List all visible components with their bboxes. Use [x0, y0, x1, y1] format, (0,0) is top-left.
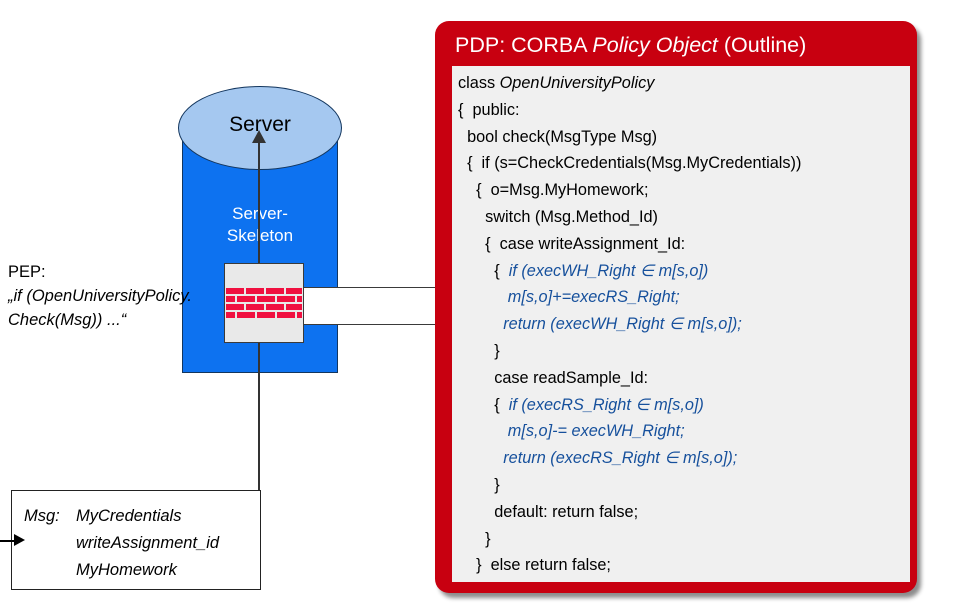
- code-segment: bool check(MsgType Msg): [467, 127, 658, 146]
- msg-row-2: MyHomework: [24, 557, 219, 584]
- brick: [286, 304, 302, 310]
- code-segment: case readSample_Id:: [494, 368, 649, 387]
- msg-flow-arrow-line: [258, 137, 260, 577]
- code-line: }: [458, 338, 801, 365]
- incoming-msg-arrow-head-icon: [14, 534, 25, 546]
- brick: [237, 296, 255, 302]
- server-skeleton-label: Server- Skeleton: [182, 203, 338, 247]
- code-line: { if (execWH_Right ∈ m[s,o]): [458, 258, 801, 285]
- code-line: { o=Msg.MyHomework;: [458, 177, 801, 204]
- brick: [257, 312, 275, 318]
- brick-row: [226, 304, 302, 310]
- pdp-title-suffix: (Outline): [717, 33, 807, 57]
- brick: [286, 288, 302, 294]
- code-line: return (execWH_Right ∈ m[s,o]);: [458, 311, 801, 338]
- pep-label: PEP: „if (OpenUniversityPolicy. Check(Ms…: [8, 260, 238, 332]
- code-line: }: [458, 472, 801, 499]
- code-line: bool check(MsgType Msg): [458, 124, 801, 151]
- pep-label-line3: Check(Msg)) ...“: [8, 311, 127, 329]
- pdp-title-emphasis: Policy Object: [592, 33, 718, 57]
- brick: [297, 296, 302, 302]
- pep-firewall-box: [224, 263, 304, 343]
- brick: [237, 312, 255, 318]
- brick: [226, 312, 235, 318]
- msg-key-label: Msg:: [24, 507, 60, 525]
- brick: [226, 304, 244, 310]
- code-segment: m[s,o]-= execWH_Right;: [507, 422, 685, 441]
- brick-row: [226, 296, 302, 302]
- code-segment: m[s,o]+=execRS_Right;: [507, 288, 680, 307]
- code-segment: { case writeAssignment_Id:: [485, 234, 686, 253]
- firewall-icon: [226, 288, 302, 318]
- code-line: { public:: [458, 97, 801, 124]
- code-line: }: [458, 579, 801, 582]
- code-segment: { if (s=CheckCredentials(Msg.MyCredentia…: [467, 154, 802, 173]
- code-line: m[s,o]-= execWH_Right;: [458, 418, 801, 445]
- code-line: switch (Msg.Method_Id): [458, 204, 801, 231]
- pep-label-line2: „if (OpenUniversityPolicy.: [8, 287, 192, 305]
- code-line: m[s,o]+=execRS_Right;: [458, 284, 801, 311]
- code-segment: if (execRS_Right ∈ m[s,o]): [508, 395, 704, 414]
- code-line: { if (s=CheckCredentials(Msg.MyCredentia…: [458, 150, 801, 177]
- code-segment: }: [494, 341, 500, 360]
- code-line: default: return false;: [458, 499, 801, 526]
- msg-value-2: MyHomework: [76, 561, 177, 579]
- msg-value-0: MyCredentials: [76, 507, 182, 525]
- code-segment: {: [494, 395, 509, 414]
- code-segment: return (execWH_Right ∈ m[s,o]);: [503, 315, 742, 334]
- brick: [246, 304, 264, 310]
- code-segment: OpenUniversityPolicy: [499, 74, 655, 92]
- server-label: Server: [229, 113, 291, 136]
- msg-row-0: Msg: MyCredentials: [24, 503, 219, 530]
- code-segment: switch (Msg.Method_Id): [485, 207, 658, 226]
- code-segment: return (execRS_Right ∈ m[s,o]);: [503, 449, 738, 468]
- code-segment: { public:: [458, 100, 520, 119]
- server-skeleton-label-line2: Skeleton: [226, 226, 294, 245]
- server-skeleton-label-line1: Server-: [232, 204, 288, 223]
- brick: [226, 288, 244, 294]
- msg-content: Msg: MyCredentials writeAssignment_id MyH…: [24, 503, 219, 584]
- brick: [266, 288, 284, 294]
- brick: [266, 304, 284, 310]
- pdp-title-prefix: PDP: CORBA: [455, 33, 593, 57]
- code-segment: { o=Msg.MyHomework;: [476, 181, 649, 200]
- server-cylinder-top: [178, 86, 342, 170]
- msg-value-1: writeAssignment_id: [76, 534, 220, 552]
- code-segment: } else return false;: [476, 556, 611, 575]
- incoming-msg-arrow-line: [0, 540, 18, 542]
- code-line: class OpenUniversityPolicy: [458, 70, 801, 97]
- code-segment: default: return false;: [494, 502, 639, 521]
- code-segment: {: [494, 261, 509, 280]
- brick-row: [226, 312, 302, 318]
- brick: [226, 296, 235, 302]
- code-segment: if (execWH_Right ∈ m[s,o]): [508, 261, 709, 280]
- pep-label-line1: PEP:: [8, 263, 46, 281]
- code-line: { case writeAssignment_Id:: [458, 231, 801, 258]
- brick: [277, 312, 295, 318]
- msg-box: [11, 490, 261, 590]
- code-line: return (execRS_Right ∈ m[s,o]);: [458, 445, 801, 472]
- brick: [257, 296, 275, 302]
- pdp-panel-title: PDP: CORBA Policy Object (Outline): [455, 33, 905, 58]
- pdp-code-listing: class OpenUniversityPolicy { public: bool…: [458, 70, 801, 582]
- brick-row: [226, 288, 302, 294]
- brick: [297, 312, 302, 318]
- code-line: } else return false;: [458, 552, 801, 579]
- brick: [246, 288, 264, 294]
- code-line: }: [458, 526, 801, 553]
- msg-row-1: writeAssignment_id: [24, 530, 219, 557]
- msg-flow-arrow-head-icon: [252, 130, 266, 143]
- pdp-code-area: class OpenUniversityPolicy { public: bool…: [452, 66, 910, 582]
- code-segment: }: [494, 475, 500, 494]
- code-line: { if (execRS_Right ∈ m[s,o]): [458, 392, 801, 419]
- code-segment: }: [485, 529, 491, 548]
- code-segment: class: [458, 74, 500, 92]
- code-line: case readSample_Id:: [458, 365, 801, 392]
- brick: [277, 296, 295, 302]
